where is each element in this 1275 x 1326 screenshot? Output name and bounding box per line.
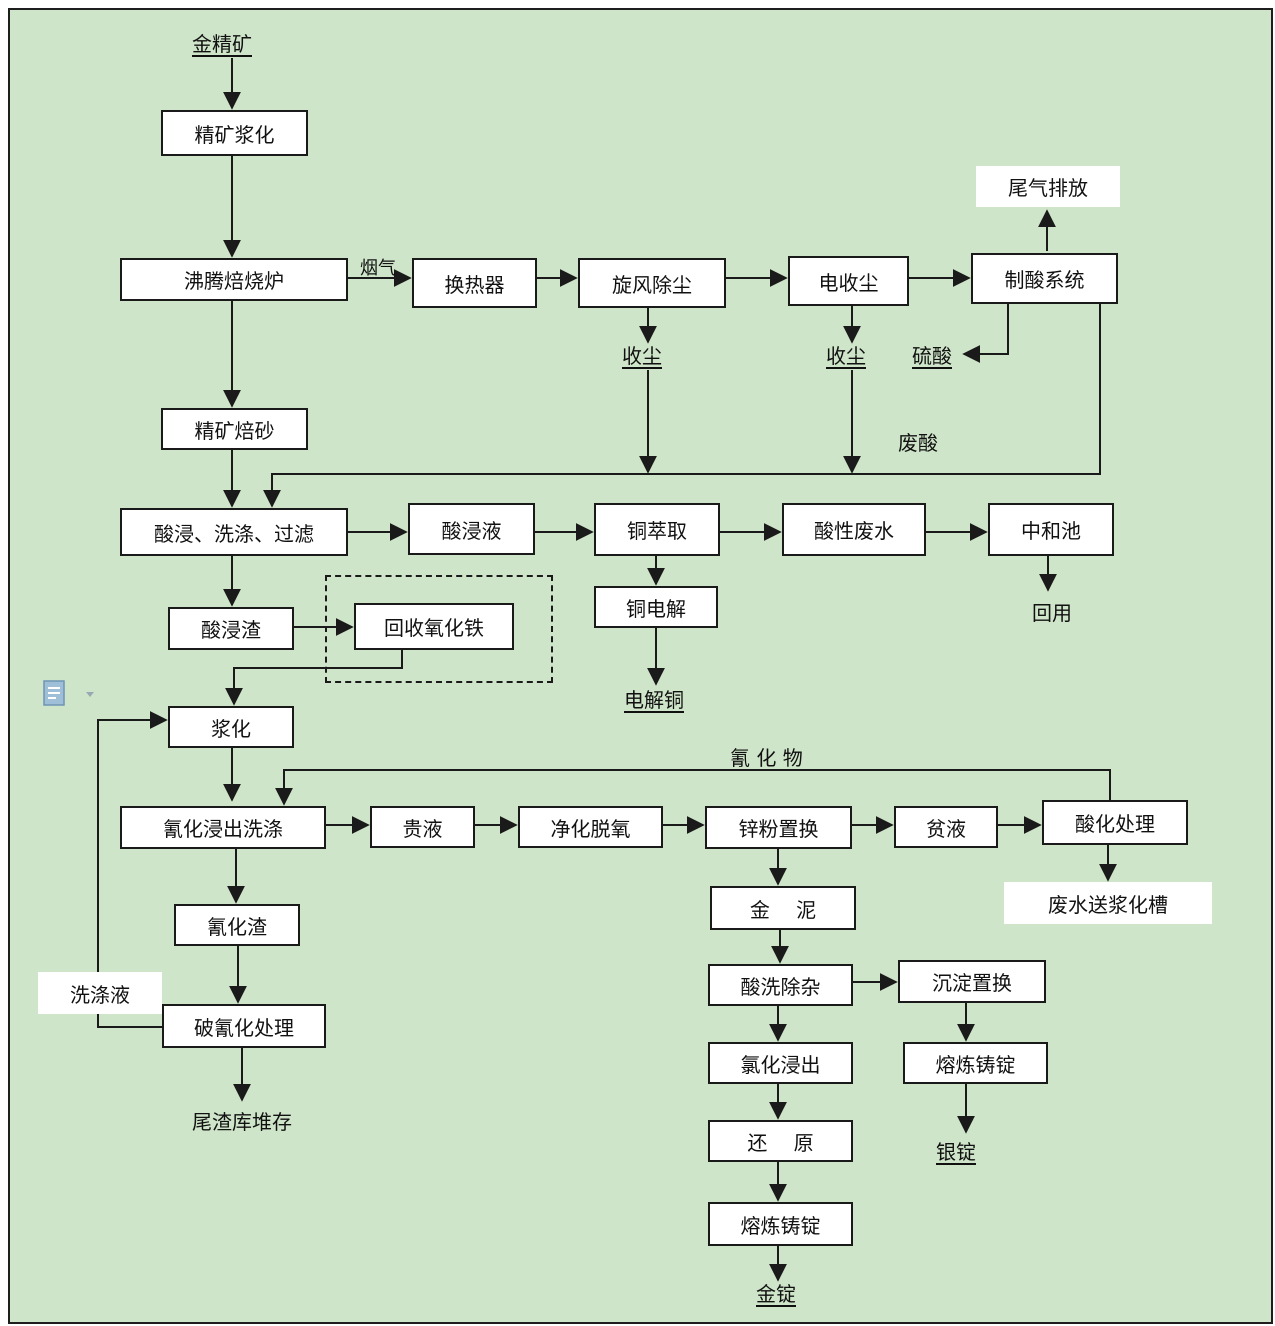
label-dust-esp: 收尘 [826, 344, 866, 368]
label-flue-gas: 烟气 [360, 258, 396, 279]
label-dust-cyclone: 收尘 [622, 344, 662, 368]
node-acid-leachate: 酸浸液 [408, 503, 535, 555]
node-cyclone: 旋风除尘 [578, 258, 726, 308]
node-acid-leach: 酸浸、洗涤、过滤 [120, 508, 348, 556]
node-esp: 电收尘 [788, 256, 909, 306]
node-calcine: 精矿焙砂 [161, 408, 308, 450]
node-silver-smelt: 熔炼铸锭 [903, 1042, 1048, 1084]
node-cu-extraction: 铜萃取 [594, 503, 720, 556]
label-cyanide-return: 氰 化 物 [730, 746, 803, 770]
node-cyanide-residue: 氰化渣 [174, 904, 300, 946]
node-purify-deox: 净化脱氧 [518, 806, 663, 848]
document-icon[interactable] [42, 679, 94, 709]
node-chlorination-leach: 氯化浸出 [708, 1042, 853, 1084]
feed-gold-concentrate: 金精矿 [192, 32, 252, 56]
node-slurry: 浆化 [168, 706, 294, 748]
output-sulfuric-acid: 硫酸 [912, 344, 952, 368]
node-acid-residue: 酸浸渣 [168, 607, 294, 650]
node-barren-solution: 贫液 [894, 806, 998, 848]
node-neutralization-pool: 中和池 [988, 503, 1114, 556]
node-cyanide-leach: 氰化浸出洗涤 [120, 806, 326, 849]
node-recover-iron-oxide: 回收氧化铁 [354, 603, 514, 650]
output-tail-gas: 尾气排放 [976, 166, 1120, 207]
label-wash-liquor: 洗涤液 [38, 972, 162, 1014]
node-acid-wash: 酸洗除杂 [708, 964, 853, 1006]
diagram-canvas [8, 8, 1273, 1324]
node-concentrate-slurry: 精矿浆化 [161, 110, 308, 156]
node-precip-replacement: 沉淀置换 [898, 960, 1046, 1003]
node-acid-system: 制酸系统 [971, 253, 1118, 304]
node-decyanide-treatment: 破氰化处理 [162, 1004, 326, 1048]
node-pregnant-solution: 贵液 [370, 806, 475, 848]
output-reuse: 回用 [1032, 601, 1072, 625]
output-silver-ingot: 银锭 [936, 1140, 976, 1164]
output-wastewater-to-slurry: 废水送浆化槽 [1004, 882, 1212, 924]
optional-process-boundary [325, 575, 553, 683]
output-tailings-storage: 尾渣库堆存 [192, 1110, 292, 1134]
label-waste-acid: 废酸 [898, 431, 938, 455]
node-reduction: 还 原 [708, 1120, 853, 1162]
node-gold-smelt: 熔炼铸锭 [708, 1202, 853, 1246]
output-electrolytic-cu: 电解铜 [624, 688, 684, 712]
node-acidic-wastewater: 酸性废水 [782, 503, 926, 556]
node-acidify-treatment: 酸化处理 [1042, 800, 1188, 845]
node-heat-exchanger: 换热器 [412, 258, 537, 308]
node-cu-electrolysis: 铜电解 [594, 586, 718, 628]
output-gold-ingot: 金锭 [756, 1282, 796, 1306]
node-fluidized-roaster: 沸腾焙烧炉 [120, 258, 348, 301]
node-zinc-replacement: 锌粉置换 [705, 806, 852, 849]
node-gold-mud: 金 泥 [710, 886, 856, 930]
